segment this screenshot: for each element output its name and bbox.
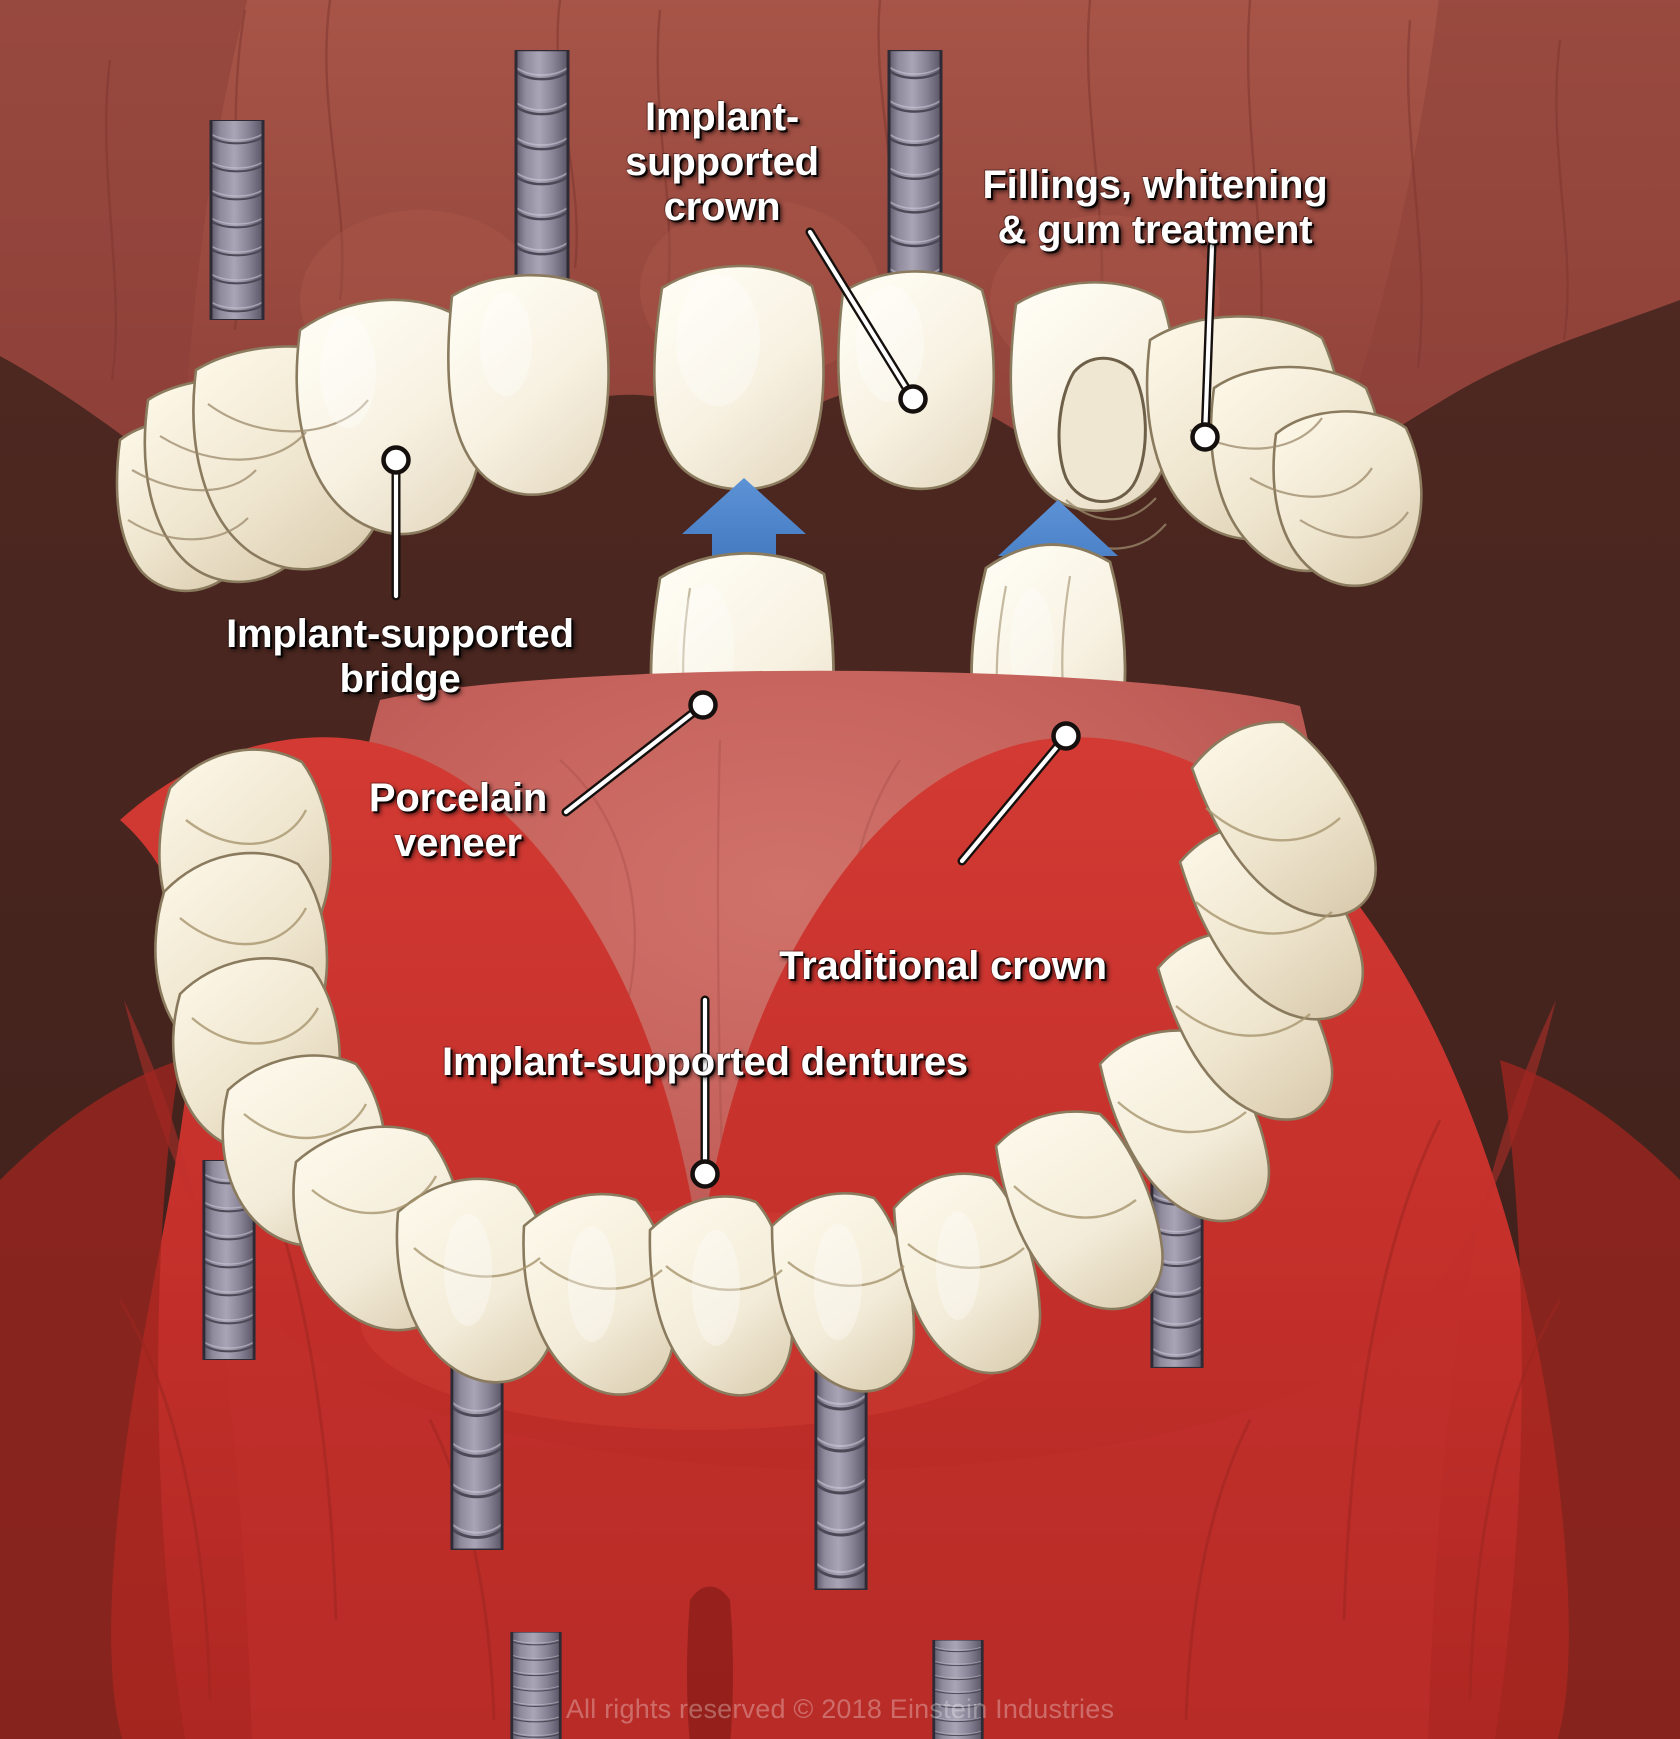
tooth-incisor-lower [770, 1192, 916, 1393]
tooth-canine [295, 298, 485, 536]
leader-fillings-whitening-gum-treatment [1190, 241, 1220, 452]
leader-implant-supported-crown [805, 227, 928, 414]
tooth-incisor-lower [892, 1172, 1042, 1375]
leader-porcelain-veneer [561, 690, 718, 817]
cavity-filling [1057, 356, 1147, 503]
tooth-molar-lower [1190, 720, 1377, 918]
label-implant-supported-dentures: Implant-supported dentures [442, 1040, 968, 1084]
label-implant-supported-crown: Implant- supported crown [625, 95, 819, 229]
leader-implant-supported-bridge [381, 445, 411, 601]
tooth-lateral-incisor [447, 273, 610, 496]
upper-teeth [115, 264, 1423, 593]
tooth-molar [1272, 410, 1423, 588]
copyright-notice: All rights reserved © 2018 Einstein Indu… [565, 1694, 1115, 1724]
tooth-central-incisor-implant [836, 270, 996, 491]
label-traditional-crown: Traditional crown [779, 944, 1107, 988]
tooth-canine-lower [994, 1110, 1164, 1311]
lower-teeth [154, 720, 1377, 1397]
label-implant-supported-bridge: Implant-supported bridge [226, 612, 574, 701]
label-fillings-whitening-gum-treatment: Fillings, whitening & gum treatment [982, 163, 1328, 252]
leader-implant-supported-dentures [690, 995, 720, 1189]
implant-screw [209, 120, 265, 320]
tooth-central-incisor [652, 264, 825, 491]
veneer-placement-arrow [682, 478, 806, 574]
leader-traditional-crown [957, 721, 1081, 866]
labial-frenum-notch [687, 1586, 733, 1739]
leader-lines [381, 227, 1220, 1189]
label-porcelain-veneer: Porcelain veneer [368, 776, 548, 865]
